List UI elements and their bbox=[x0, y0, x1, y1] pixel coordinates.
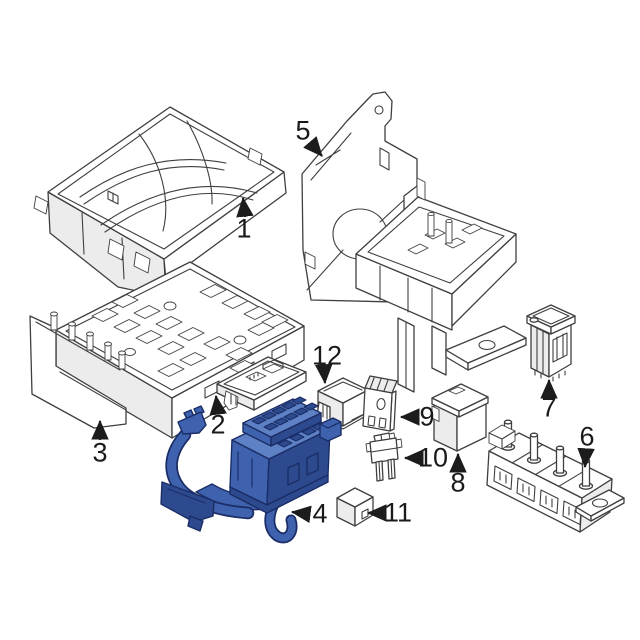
part-2-small-cover-drawing bbox=[216, 356, 307, 411]
part-11-mini-relay-drawing bbox=[336, 487, 374, 527]
part-10-plug-fuse-drawing bbox=[365, 432, 403, 482]
part-12-relay-drawing bbox=[314, 377, 372, 430]
callout-label-1: 1 bbox=[236, 213, 252, 244]
callout-label-9: 9 bbox=[419, 401, 435, 432]
terminal-studs bbox=[50, 311, 126, 370]
callout-label-5: 5 bbox=[295, 115, 311, 146]
callout-arrow-5 bbox=[303, 136, 323, 157]
part-3-fuse-box-body-drawing bbox=[29, 261, 305, 439]
callout-label-11: 11 bbox=[383, 497, 413, 528]
callout-label-7: 7 bbox=[541, 392, 557, 423]
callout-label-4: 4 bbox=[312, 498, 328, 529]
callout-label-3: 3 bbox=[92, 437, 108, 468]
callout-arrows bbox=[91, 136, 595, 524]
part-8-relay-box-drawing bbox=[431, 383, 489, 452]
part-9-cartridge-fuse-drawing bbox=[362, 375, 398, 432]
callout-arrow-6 bbox=[577, 447, 595, 469]
callout-label-6: 6 bbox=[579, 421, 595, 452]
callout-label-8: 8 bbox=[450, 467, 466, 498]
callout-arrow-1 bbox=[236, 196, 254, 218]
part-6-fuse-holder-block-drawing bbox=[486, 419, 625, 533]
callout-label-2: 2 bbox=[210, 409, 226, 440]
part-1-fuse-box-cover-drawing bbox=[33, 106, 287, 298]
callout-label-10: 10 bbox=[417, 442, 449, 473]
callout-arrow-2 bbox=[209, 394, 227, 416]
callout-arrow-12 bbox=[314, 363, 333, 385]
part-4-highlighted-junction-block-drawing bbox=[160, 396, 342, 544]
callout-arrow-4 bbox=[290, 505, 312, 524]
part-5-mounting-bracket-drawing bbox=[301, 91, 527, 393]
callout-label-12: 12 bbox=[311, 340, 343, 371]
part-7-main-fuse-drawing bbox=[526, 304, 576, 382]
